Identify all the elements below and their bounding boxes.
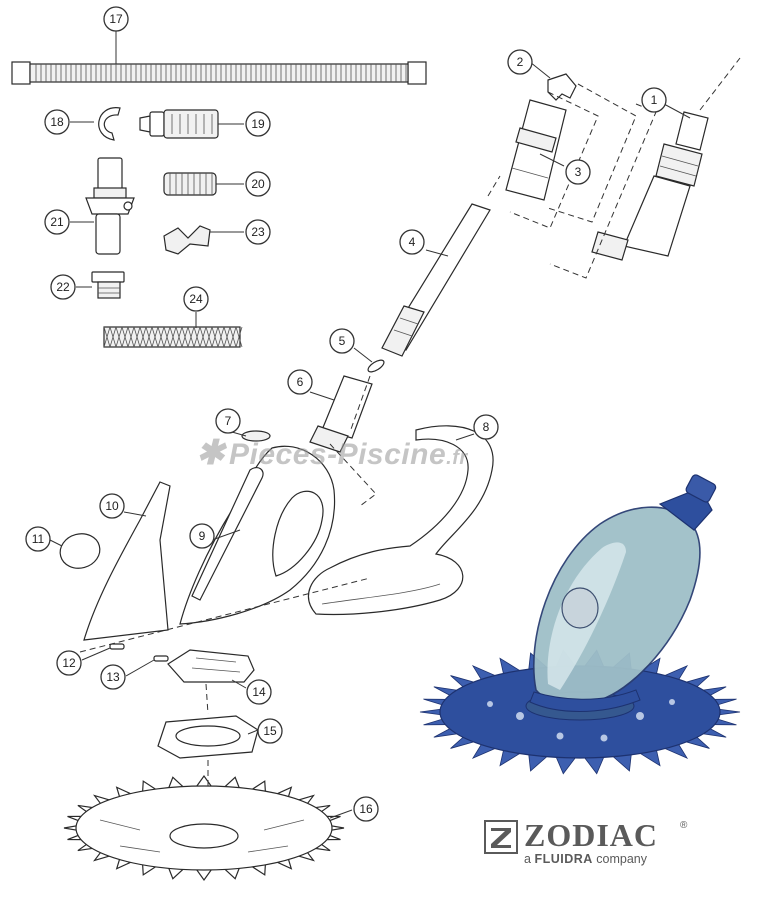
logo-brand: ZODIAC xyxy=(524,817,659,853)
part-24-mesh-strip xyxy=(103,326,243,348)
callout-label: 20 xyxy=(251,177,265,191)
part-7-cap xyxy=(241,430,271,442)
logo-registered-mark: ® xyxy=(680,820,688,831)
callout-label: 24 xyxy=(189,292,203,306)
part-10-side-panel xyxy=(83,481,171,641)
callout-label: 15 xyxy=(263,724,277,738)
callout-15: 15 xyxy=(257,718,283,744)
part-22-connector xyxy=(91,271,125,299)
callout-label: 18 xyxy=(50,115,64,129)
callout-13: 13 xyxy=(100,664,126,690)
callout-24: 24 xyxy=(183,286,209,312)
watermark-tld: .fr xyxy=(446,447,468,469)
logo-tagline-brand: FLUIDRA xyxy=(534,852,593,866)
part-5-o-ring xyxy=(367,359,385,373)
callout-21: 21 xyxy=(44,209,70,235)
callout-3: 3 xyxy=(565,159,591,185)
callout-23: 23 xyxy=(245,219,271,245)
callout-6: 6 xyxy=(287,369,313,395)
callout-label: 2 xyxy=(517,55,524,69)
part-19-adapter xyxy=(139,109,219,139)
zodiac-fluidra-logo: ZODIAC ® a FLUIDRA company xyxy=(484,818,704,868)
part-6-coupling xyxy=(309,375,373,453)
callout-label: 6 xyxy=(297,375,304,389)
callout-10: 10 xyxy=(99,493,125,519)
callout-label: 8 xyxy=(483,420,490,434)
callout-label: 14 xyxy=(252,685,266,699)
zodiac-logo-mark-icon xyxy=(484,820,518,854)
watermark: ✱Pieces-Piscine.fr xyxy=(196,433,576,473)
part-11-cover xyxy=(59,533,101,569)
callout-label: 11 xyxy=(32,532,45,546)
callout-label: 3 xyxy=(575,165,582,179)
callout-1: 1 xyxy=(641,87,667,113)
part-8-lower-body xyxy=(307,425,494,616)
part-12-pin xyxy=(109,643,125,650)
callout-12: 12 xyxy=(56,650,82,676)
part-13-pin xyxy=(153,655,169,662)
part-1-hose-swivel xyxy=(591,111,709,261)
callout-label: 7 xyxy=(225,414,232,428)
callout-label: 5 xyxy=(339,334,346,348)
part-17-hose xyxy=(11,61,427,85)
part-3-connector-tube xyxy=(505,99,567,201)
assembled-cleaner-image xyxy=(419,474,741,775)
part-9-main-body xyxy=(179,445,336,625)
part-16-disc xyxy=(63,774,345,882)
callout-2: 2 xyxy=(507,49,533,75)
callout-label: 1 xyxy=(651,93,658,107)
callout-11: 11 xyxy=(25,526,51,552)
watermark-text: Pieces-Piscine xyxy=(229,438,447,471)
callout-14: 14 xyxy=(246,679,272,705)
callout-label: 17 xyxy=(109,12,123,26)
callout-4: 4 xyxy=(399,229,425,255)
callout-label: 16 xyxy=(359,802,373,816)
leader-lines xyxy=(49,30,691,819)
callout-8: 8 xyxy=(473,414,499,440)
callout-label: 12 xyxy=(62,656,76,670)
callout-label: 21 xyxy=(50,215,64,229)
callout-17: 17 xyxy=(103,6,129,32)
callout-5: 5 xyxy=(329,328,355,354)
callout-9: 9 xyxy=(189,523,215,549)
assembly-guides-lower xyxy=(79,375,377,790)
callout-18: 18 xyxy=(44,109,70,135)
callout-19: 19 xyxy=(245,111,271,137)
callout-label: 4 xyxy=(409,235,416,249)
callout-20: 20 xyxy=(245,171,271,197)
part-21-regulator-valve xyxy=(85,157,135,255)
part-14-diaphragm-housing xyxy=(167,649,255,683)
callout-label: 23 xyxy=(251,225,265,239)
watermark-star-icon: ✱ xyxy=(196,434,225,472)
part-20-spring xyxy=(163,172,217,196)
logo-tagline-suffix: company xyxy=(596,852,648,866)
callout-label: 9 xyxy=(199,529,206,543)
part-23-elbow xyxy=(163,225,211,255)
callout-label: 10 xyxy=(105,499,119,513)
logo-tagline-prefix: a xyxy=(524,852,531,866)
part-15-foot-ring xyxy=(157,715,259,759)
part-18-clip xyxy=(98,107,121,141)
part-4-tube xyxy=(381,203,491,357)
callout-label: 13 xyxy=(106,670,120,684)
callout-7: 7 xyxy=(215,408,241,434)
logo-tagline: a FLUIDRA company xyxy=(524,852,647,866)
callout-16: 16 xyxy=(353,796,379,822)
part-2-bracket xyxy=(547,73,577,101)
callout-label: 19 xyxy=(251,117,265,131)
callout-label: 22 xyxy=(56,280,70,294)
callout-22: 22 xyxy=(50,274,76,300)
